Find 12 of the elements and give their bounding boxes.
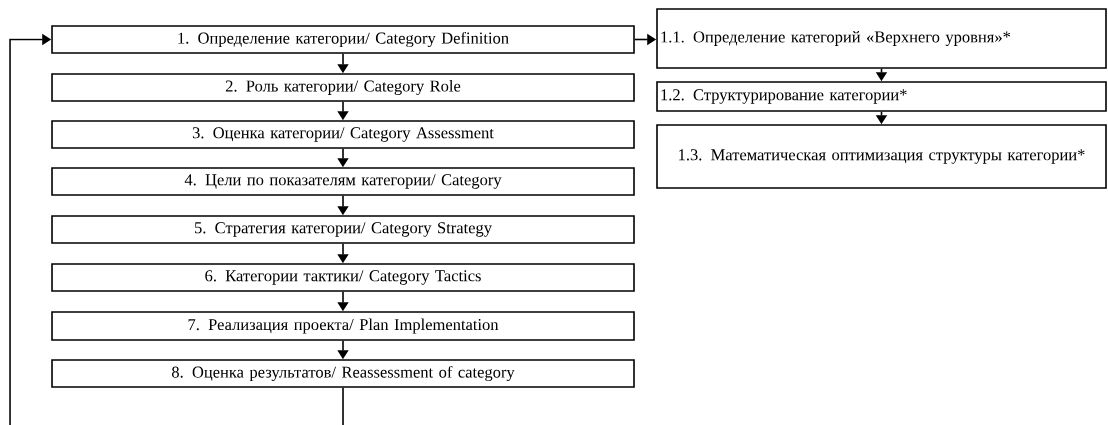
process-box: 1.1. Определение категорий «Верхнего уровня»* (656, 8, 1107, 69)
process-box: 4. Цели по показателям категории/ Category (51, 167, 635, 196)
process-box: 7. Реализация проекта/ Plan Implementation (51, 311, 635, 341)
process-box: 8. Оценка результатов/ Reassessment of category (51, 359, 635, 388)
process-box: 1.3. Математическая оптимизация структуры категории* (656, 124, 1107, 189)
arrow (9, 33, 344, 425)
process-box: 1. Определение категории/ Category Definition (51, 25, 635, 54)
process-box: 2. Роль категории/ Category Role (51, 73, 635, 102)
process-box: 1.2. Структурирование категории* (656, 81, 1107, 112)
process-box: 3. Оценка категории/ Category Assessment (51, 120, 635, 149)
process-box: 6. Категории тактики/ Category Tactics (51, 263, 635, 292)
process-box: 5. Стратегия категории/ Category Strategy (51, 215, 635, 244)
